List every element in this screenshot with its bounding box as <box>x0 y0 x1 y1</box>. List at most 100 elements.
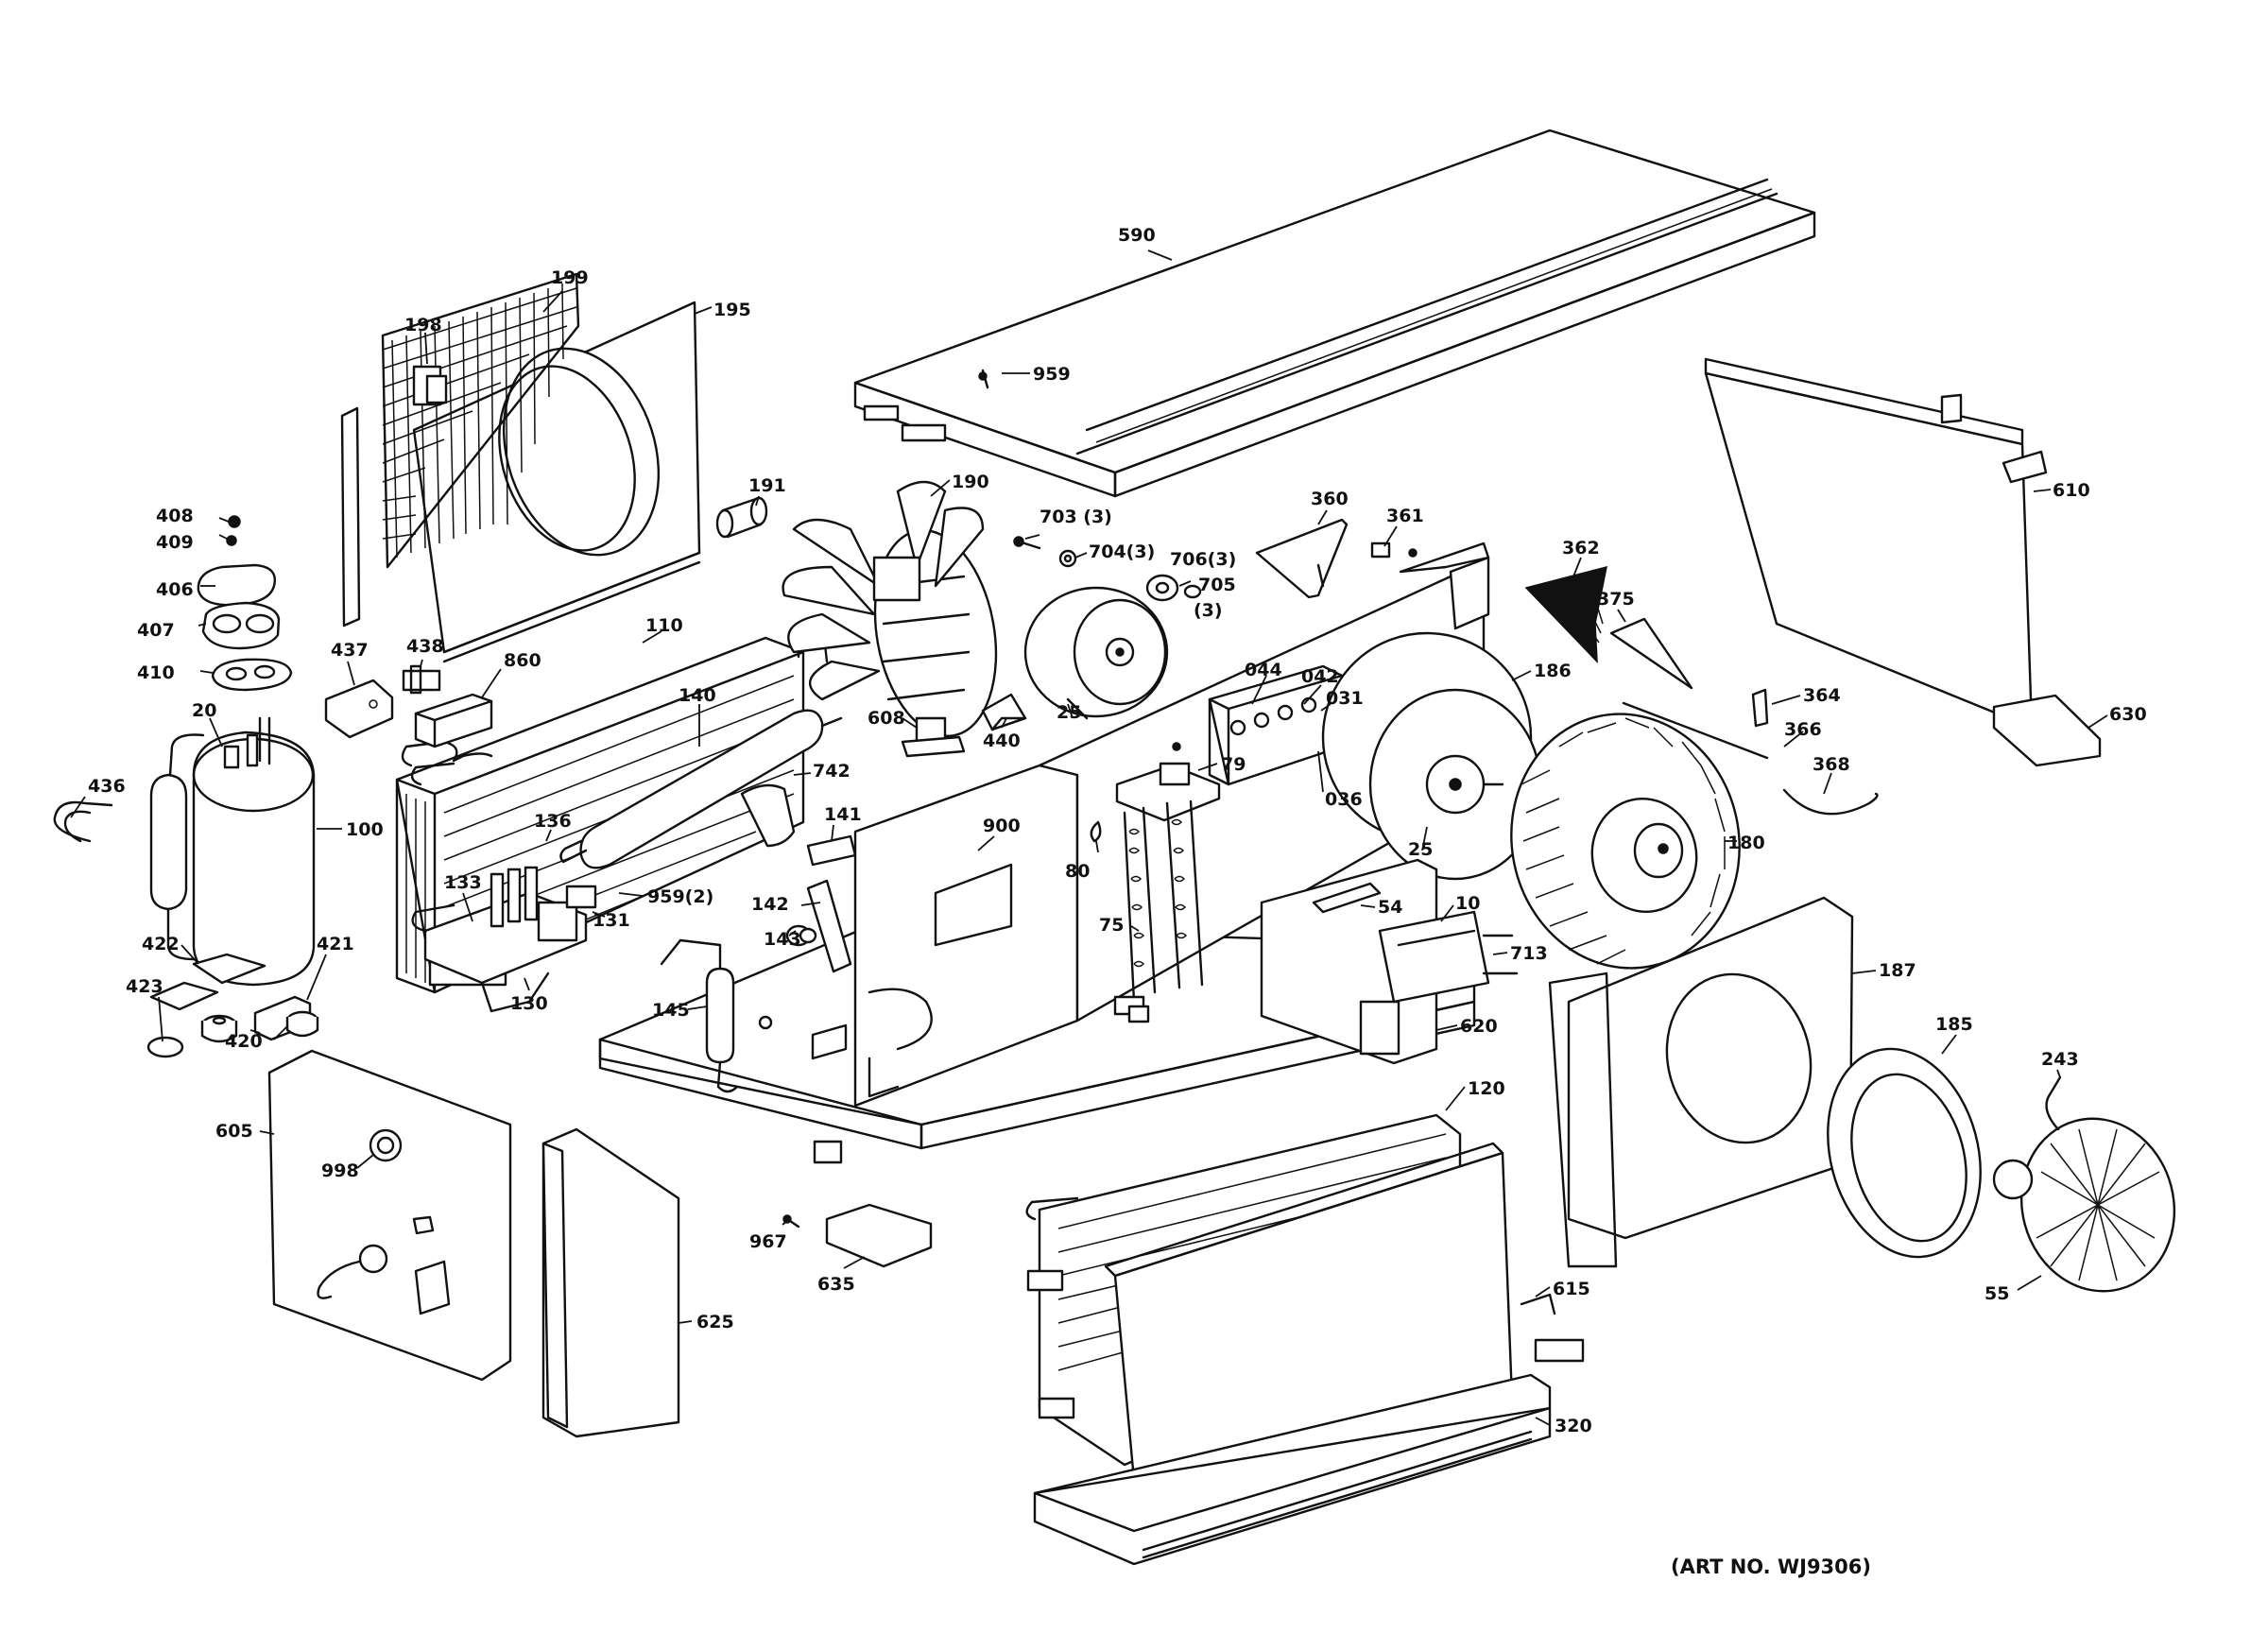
label-143: 143 <box>764 929 801 950</box>
label-421: 421 <box>317 934 354 954</box>
side-strip <box>340 406 361 627</box>
label-25a: 25 <box>1057 702 1081 723</box>
fan-guard-55 <box>1992 1075 2176 1293</box>
gasket-368 <box>1782 788 1879 816</box>
label-136: 136 <box>534 811 572 832</box>
clip-361 <box>1370 541 1418 559</box>
label-187: 187 <box>1879 960 1916 981</box>
compressor-100 <box>149 716 316 987</box>
clip-438 <box>402 664 441 695</box>
clamp-436 <box>53 800 113 843</box>
label-042: 042 <box>1301 666 1339 687</box>
label-704: 704(3) <box>1089 541 1155 562</box>
label-25b: 25 <box>1408 839 1433 860</box>
label-243: 243 <box>2041 1049 2079 1070</box>
blower-wheel-180 <box>1510 713 1741 970</box>
label-10: 10 <box>1455 893 1480 914</box>
callout-labels: 590 959 199 198 195 191 190 703 (3) 704(… <box>88 225 2147 1578</box>
label-610: 610 <box>2053 480 2090 501</box>
label-20: 20 <box>192 700 216 721</box>
label-80: 80 <box>1065 861 1090 882</box>
art-number: (ART NO. WJ9306) <box>1671 1556 1871 1578</box>
leader-lines <box>70 249 2108 1426</box>
label-133: 133 <box>444 872 482 893</box>
label-131: 131 <box>593 910 630 931</box>
label-620: 620 <box>1460 1016 1498 1037</box>
label-713: 713 <box>1510 943 1548 964</box>
label-362: 362 <box>1562 538 1600 559</box>
condenser-fan-motor-25 <box>1023 586 1169 720</box>
bracket-440 <box>981 693 1027 731</box>
label-998: 998 <box>321 1160 359 1181</box>
label-044: 044 <box>1245 660 1282 680</box>
label-145: 145 <box>652 1000 690 1021</box>
label-361: 361 <box>1386 506 1424 526</box>
clip-364 <box>1751 688 1769 728</box>
leg-630 <box>1992 694 2102 767</box>
label-031: 031 <box>1326 688 1364 709</box>
motor-hardware <box>1013 536 1202 602</box>
label-55: 55 <box>1984 1283 2009 1304</box>
label-590: 590 <box>1118 225 1156 246</box>
label-360: 360 <box>1311 489 1349 509</box>
label-420: 420 <box>225 1031 263 1052</box>
label-368: 368 <box>1813 754 1850 775</box>
label-436: 436 <box>88 776 126 797</box>
bracket-635 <box>825 1203 933 1268</box>
label-130: 130 <box>510 993 548 1014</box>
block-860 <box>414 693 493 748</box>
filter-362 <box>1524 565 1607 663</box>
label-406: 406 <box>156 579 194 600</box>
label-036: 036 <box>1325 789 1363 810</box>
label-408: 408 <box>156 506 194 526</box>
side-panel-605 <box>267 1049 512 1382</box>
label-440: 440 <box>983 731 1021 751</box>
screw-959 <box>978 369 989 389</box>
label-100: 100 <box>346 819 384 840</box>
label-900: 900 <box>983 816 1021 836</box>
label-190: 190 <box>952 472 989 492</box>
label-705: 705 <box>1198 575 1236 595</box>
label-705b: (3) <box>1194 600 1223 621</box>
fitting-143 <box>785 924 817 947</box>
label-110: 110 <box>645 615 683 636</box>
valve-assembly-130 <box>411 866 597 1013</box>
control-box-620 <box>1260 858 1438 1065</box>
top-cover-590 <box>853 129 1816 498</box>
side-panel-610 <box>1704 357 2048 730</box>
accumulator-140 <box>559 709 843 869</box>
label-959b: 959(2) <box>647 886 713 907</box>
label-615: 615 <box>1553 1279 1590 1299</box>
mounting-hardware <box>146 981 319 1058</box>
label-625: 625 <box>696 1312 734 1332</box>
bracket-198 <box>412 365 448 406</box>
label-364: 364 <box>1803 685 1841 706</box>
wire-366 <box>1622 701 1769 760</box>
label-140: 140 <box>679 685 716 706</box>
bracket-437 <box>324 679 394 739</box>
orifice-ring-185 <box>1827 1047 1982 1259</box>
label-860: 860 <box>504 650 541 671</box>
label-366: 366 <box>1784 719 1822 740</box>
label-142: 142 <box>751 894 789 915</box>
label-375: 375 <box>1597 589 1635 610</box>
label-608: 608 <box>868 708 905 729</box>
label-423: 423 <box>126 976 163 997</box>
label-198: 198 <box>404 315 442 335</box>
label-437: 437 <box>331 640 369 661</box>
label-967: 967 <box>749 1231 787 1252</box>
drain-trough-320 <box>1033 1338 1585 1566</box>
panel-625 <box>541 1127 680 1438</box>
label-54: 54 <box>1378 897 1402 918</box>
label-186: 186 <box>1534 661 1572 681</box>
blower-motor-25 <box>1321 631 1542 881</box>
label-191: 191 <box>748 475 786 496</box>
pad-141 <box>806 834 857 867</box>
label-703: 703 (3) <box>1040 507 1112 527</box>
label-79: 79 <box>1221 754 1246 775</box>
heater-75 <box>1113 799 1204 1023</box>
clip-80 <box>1090 820 1102 843</box>
label-141: 141 <box>824 804 862 825</box>
label-410: 410 <box>137 662 175 683</box>
